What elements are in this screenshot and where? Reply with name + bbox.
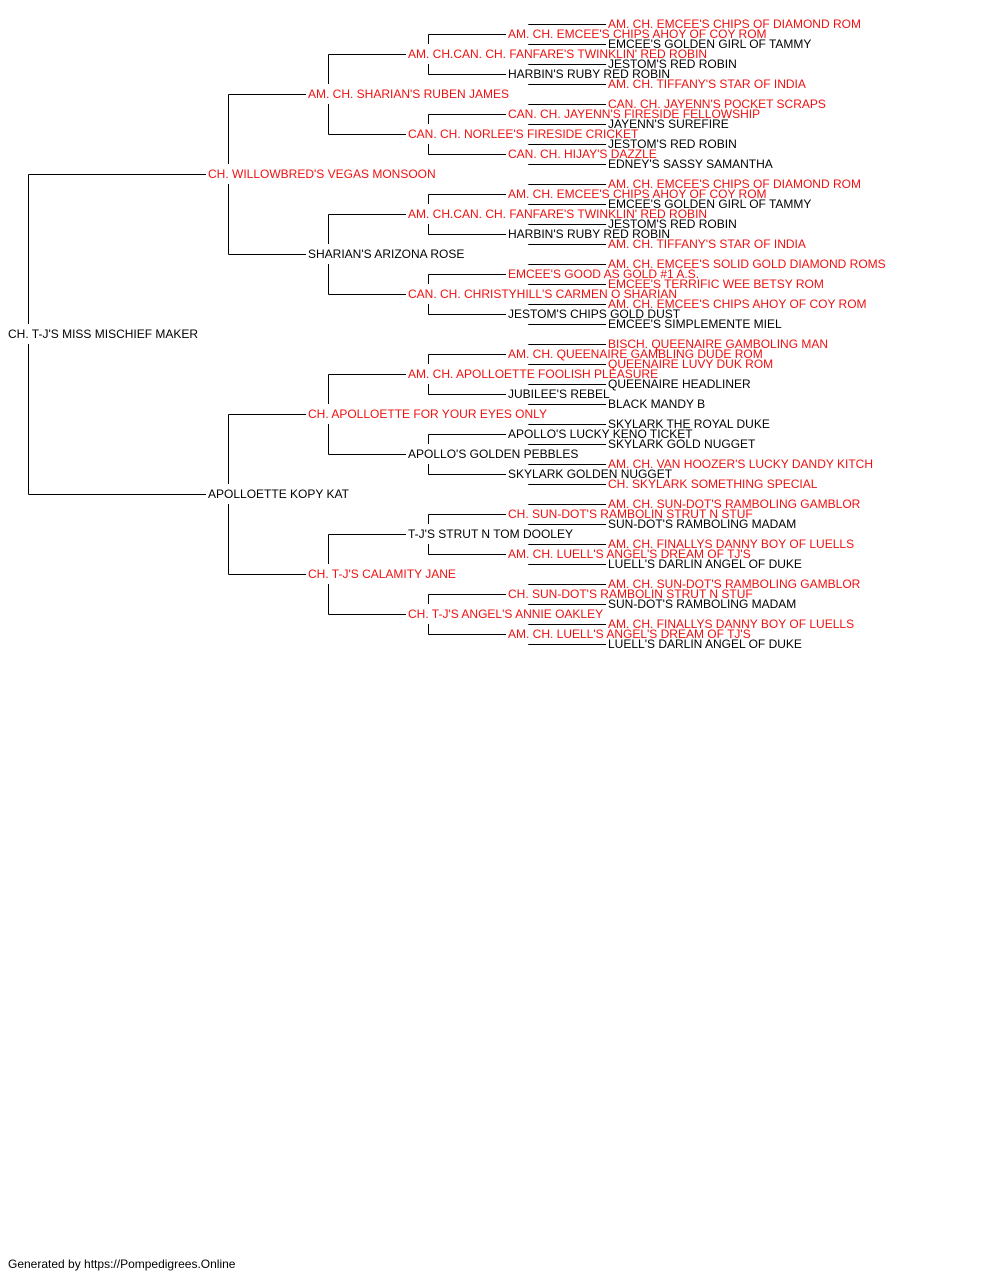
ancestor-name-gen5: QUEENAIRE LUVY DUK ROM	[608, 357, 774, 371]
ancestor-name-gen4: AM. CH. LUELL'S ANGEL'S DREAM OF TJ'S	[508, 627, 751, 641]
ancestor-name-gen1: APOLLOETTE KOPY KAT	[208, 487, 349, 501]
ancestor-name-gen5: AM. CH. EMCEE'S CHIPS OF DIAMOND ROM	[608, 17, 861, 31]
ancestor-name-gen5: EMCEE'S GOLDEN GIRL OF TAMMY	[608, 197, 812, 211]
ancestor-name-gen5: AM. CH. VAN HOOZER'S LUCKY DANDY KITCH	[608, 457, 874, 471]
ancestor-name-gen3: CAN. CH. CHRISTYHILL'S CARMEN O SHARIAN	[408, 287, 677, 301]
ancestor-name-gen5: BISCH. QUEENAIRE GAMBOLING MAN	[608, 337, 829, 351]
ancestor-name-gen3: CAN. CH. NORLEE'S FIRESIDE CRICKET	[408, 127, 639, 141]
ancestor-name-gen5: SKYLARK GOLD NUGGET	[608, 437, 756, 451]
ancestor-name-gen5: JESTOM'S RED ROBIN	[608, 57, 737, 71]
ancestor-name-gen5: JAYENN'S SUREFIRE	[608, 117, 729, 131]
ancestor-name-gen4: JESTOM'S CHIPS GOLD DUST	[508, 307, 681, 321]
ancestor-name-gen5: JESTOM'S RED ROBIN	[608, 137, 737, 151]
ancestor-name-gen5: EMCEE'S SIMPLEMENTE MIEL	[608, 317, 782, 331]
ancestor-name-gen4: HARBIN'S RUBY RED ROBIN	[508, 227, 671, 241]
ancestor-name-gen5: AM. CH. FINALLYS DANNY BOY OF LUELLS	[608, 537, 855, 551]
ancestor-name-gen5: CAN. CH. JAYENN'S POCKET SCRAPS	[608, 97, 826, 111]
ancestor-name-gen4: APOLLO'S LUCKY KENO TICKET	[508, 427, 693, 441]
ancestor-name-gen4: CAN. CH. HIJAY'S DAZZLE	[508, 147, 657, 161]
ancestor-name-gen2: CH. T-J'S CALAMITY JANE	[308, 567, 456, 581]
ancestor-name-gen5: QUEENAIRE HEADLINER	[608, 377, 751, 391]
ancestor-name-gen5: LUELL'S DARLIN ANGEL OF DUKE	[608, 557, 802, 571]
ancestor-name-gen3: AM. CH.CAN. CH. FANFARE'S TWINKLIN' RED …	[408, 207, 708, 221]
ancestor-name-gen5: AM. CH. SUN-DOT'S RAMBOLING GAMBLOR	[608, 497, 861, 511]
ancestor-name-gen4: CAN. CH. JAYENN'S FIRESIDE FELLOWSHIP	[508, 107, 761, 121]
ancestor-name-gen4: JUBILEE'S REBEL	[508, 387, 610, 401]
ancestor-name-gen5: AM. CH. EMCEE'S CHIPS OF DIAMOND ROM	[608, 177, 861, 191]
ancestor-name-gen5: LUELL'S DARLIN ANGEL OF DUKE	[608, 637, 802, 651]
ancestor-name-gen5: EMCEE'S TERRIFIC WEE BETSY ROM	[608, 277, 824, 291]
ancestor-name-gen5: AM. CH. TIFFANY'S STAR OF INDIA	[608, 77, 806, 91]
ancestor-name-gen2: SHARIAN'S ARIZONA ROSE	[308, 247, 465, 261]
ancestor-name-gen5: CH. SKYLARK SOMETHING SPECIAL	[608, 477, 818, 491]
ancestor-name-gen5: AM. CH. EMCEE'S SOLID GOLD DIAMOND ROMS	[608, 257, 886, 271]
ancestor-name-gen5: SUN-DOT'S RAMBOLING MADAM	[608, 517, 797, 531]
ancestor-name-gen5: AM. CH. FINALLYS DANNY BOY OF LUELLS	[608, 617, 855, 631]
ancestor-name-gen3: APOLLO'S GOLDEN PEBBLES	[408, 447, 579, 461]
ancestor-name-gen4: HARBIN'S RUBY RED ROBIN	[508, 67, 671, 81]
ancestor-name-gen3: T-J'S STRUT N TOM DOOLEY	[408, 527, 573, 541]
ancestor-name-gen5: EDNEY'S SASSY SAMANTHA	[608, 157, 773, 171]
ancestor-name-gen2: AM. CH. SHARIAN'S RUBEN JAMES	[308, 87, 509, 101]
subject-dog-name: CH. T-J'S MISS MISCHIEF MAKER	[8, 327, 199, 341]
ancestor-name-gen5: AM. CH. TIFFANY'S STAR OF INDIA	[608, 237, 806, 251]
ancestor-name-gen1: CH. WILLOWBRED'S VEGAS MONSOON	[208, 167, 436, 181]
ancestor-name-gen5: SKYLARK THE ROYAL DUKE	[608, 417, 770, 431]
ancestor-name-gen4: AM. CH. QUEENAIRE GAMBLING DUDE ROM	[508, 347, 763, 361]
ancestor-name-gen4: CH. SUN-DOT'S RAMBOLIN STRUT N STUF	[508, 587, 753, 601]
ancestor-name-gen4: AM. CH. LUELL'S ANGEL'S DREAM OF TJ'S	[508, 547, 751, 561]
ancestor-name-gen5: JESTOM'S RED ROBIN	[608, 217, 737, 231]
ancestor-name-gen3: AM. CH. APOLLOETTE FOOLISH PLEASURE	[408, 367, 659, 381]
ancestor-name-gen2: CH. APOLLOETTE FOR YOUR EYES ONLY	[308, 407, 547, 421]
ancestor-name-gen4: AM. CH. EMCEE'S CHIPS AHOY OF COY ROM	[508, 27, 767, 41]
ancestor-name-gen3: AM. CH.CAN. CH. FANFARE'S TWINKLIN' RED …	[408, 47, 708, 61]
ancestor-name-gen4: AM. CH. EMCEE'S CHIPS AHOY OF COY ROM	[508, 187, 767, 201]
ancestor-name-gen4: SKYLARK GOLDEN NUGGET	[508, 467, 673, 481]
ancestor-name-gen5: AM. CH. SUN-DOT'S RAMBOLING GAMBLOR	[608, 577, 861, 591]
ancestor-name-gen5: BLACK MANDY B	[608, 397, 706, 411]
ancestor-name-gen3: CH. T-J'S ANGEL'S ANNIE OAKLEY	[408, 607, 604, 621]
ancestor-name-gen5: EMCEE'S GOLDEN GIRL OF TAMMY	[608, 37, 812, 51]
ancestor-name-gen5: AM. CH. EMCEE'S CHIPS AHOY OF COY ROM	[608, 297, 867, 311]
ancestor-name-gen4: CH. SUN-DOT'S RAMBOLIN STRUT N STUF	[508, 507, 753, 521]
footer-credit: Generated by https://Pompedigrees.Online	[8, 1257, 236, 1271]
ancestor-name-gen4: EMCEE'S GOOD AS GOLD #1 A.S.	[508, 267, 700, 281]
ancestor-name-gen5: SUN-DOT'S RAMBOLING MADAM	[608, 597, 797, 611]
